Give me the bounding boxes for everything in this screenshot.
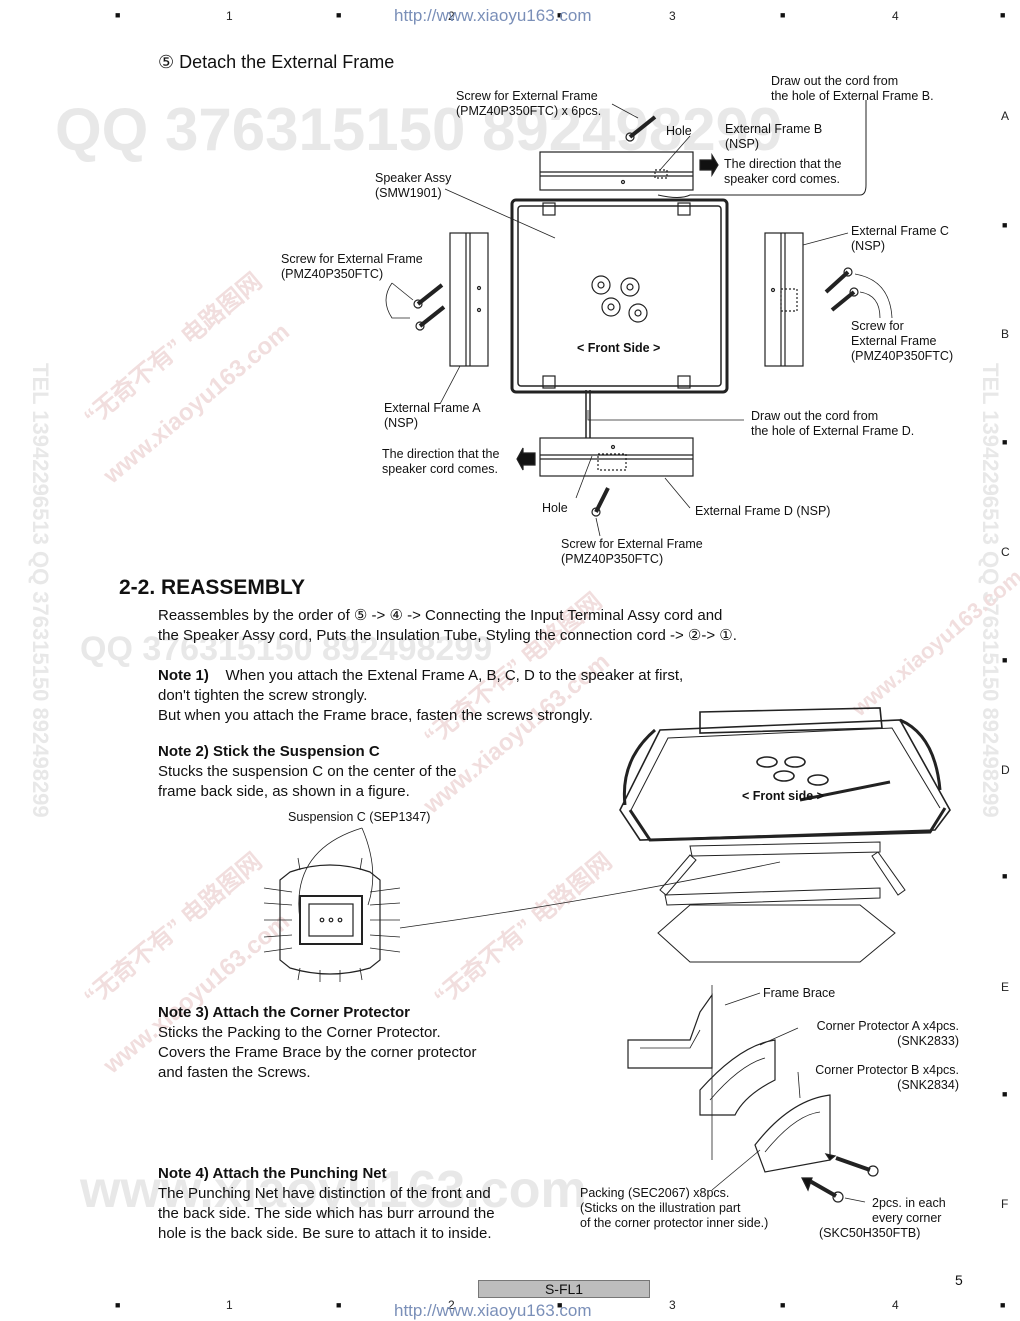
grid-col-4: 4 [892,9,899,23]
note3: Note 3) Attach the Corner Protector Stic… [158,1004,477,1081]
note4-title: Note 4) Attach the Punching Net [158,1165,387,1182]
label-frame-brace: Frame Brace [763,986,836,1000]
note3-title: Note 3) Attach the Corner Protector [158,1004,410,1021]
grid-row-b: B [1001,327,1010,341]
registration-mark: ■ [115,1300,121,1310]
registration-mark: ■ [1000,10,1006,20]
label-speaker-assy: Speaker Assy(SMW1901) [375,171,452,200]
grid-col-2: 2 [448,9,455,23]
grid-col-2-bottom: 2 [448,1298,455,1312]
reassembly-heading: 2-2. REASSEMBLY [119,576,305,599]
registration-mark: ■ [1002,655,1008,665]
label-frame-d: External Frame D (NSP) [695,504,831,518]
registration-mark: ■ [1002,871,1008,881]
note4: Note 4) Attach the Punching Net The Punc… [158,1165,495,1242]
label-screw-b: Screw for External Frame(PMZ40P350FTC) x… [456,89,602,118]
external-frame-d [539,437,694,477]
registration-mark: ■ [557,10,563,20]
registration-mark: ■ [780,1300,786,1310]
label-frame-b: External Frame B(NSP) [725,122,823,151]
label-frame-a: External Frame A(NSP) [384,401,481,430]
label-suspension-c: Suspension C (SEP1347) [288,810,431,824]
page-number: 5 [955,1272,963,1288]
label-packing: Packing (SEC2067) x8pcs.(Sticks on the i… [580,1186,769,1230]
reassembly-intro: Reassembles by the order of ⑤ -> ④ -> Co… [158,607,737,644]
note1: Note 1) When you attach the Extenal Fram… [158,667,684,724]
grid-col-1-bottom: 1 [226,1298,233,1312]
label-front-side-2: < Front side > [742,789,824,803]
grid-row-a: A [1001,109,1010,123]
corner-protector-diagram [627,985,879,1203]
registration-mark: ■ [1002,437,1008,447]
suspension-diagram [263,827,781,982]
registration-mark: ■ [115,10,121,20]
registration-mark: ■ [557,1300,563,1310]
speaker-perspective [619,707,951,842]
header-url[interactable]: http://www.xiaoyu163.com [394,6,592,25]
watermark-site-bottom: www.xiaoyu163.com [80,1161,587,1219]
watermark-qq-mid: QQ 376315150 892498299 [80,630,493,668]
frame-brace-parts [657,841,906,963]
registration-mark: ■ [336,10,342,20]
label-hole-top: Hole [666,124,692,138]
label-frame-c: External Frame C(NSP) [851,224,949,253]
grid-row-d: D [1001,763,1010,777]
registration-mark: ■ [780,10,786,20]
section5-title: ⑤ Detach the External Frame [158,52,395,72]
external-frame-a [449,232,489,367]
label-corner-screws: 2pcs. in each every corner (SKC50H350FTB… [819,1196,946,1240]
grid-row-f: F [1001,1197,1009,1211]
grid-col-4-bottom: 4 [892,1298,899,1312]
registration-mark: ■ [1002,220,1008,230]
label-screw-d: Screw for External Frame(PMZ40P350FTC) [561,537,703,566]
label-corner-protector-b: Corner Protector B x4pcs.(SNK2834) [815,1063,959,1092]
external-frame-b [539,151,694,191]
label-front-side: < Front Side > [577,341,661,355]
registration-mark: ■ [336,1300,342,1310]
label-screw-a: Screw for External Frame(PMZ40P350FTC) [281,252,423,281]
external-frame-c [764,232,804,367]
note1-text: When you attach the Extenal Frame A, B, … [225,667,684,684]
speaker-assy [510,198,729,394]
note1-title: Note 1) [158,667,209,684]
grid-col-3-bottom: 3 [669,1298,676,1312]
note2-title: Note 2) Stick the Suspension C [158,743,380,760]
note2: Note 2) Stick the Suspension C Stucks th… [158,743,457,800]
grid-row-c: C [1001,545,1010,559]
label-hole-bottom: Hole [542,501,568,515]
grid-col-3: 3 [669,9,676,23]
grid-col-1: 1 [226,9,233,23]
registration-mark: ■ [1000,1300,1006,1310]
registration-mark: ■ [1002,1089,1008,1099]
footer-url[interactable]: http://www.xiaoyu163.com [394,1301,592,1320]
label-corner-protector-a: Corner Protector A x4pcs.(SNK2833) [816,1019,959,1048]
model-box: S-FL1 [478,1280,650,1298]
grid-row-e: E [1001,980,1010,994]
